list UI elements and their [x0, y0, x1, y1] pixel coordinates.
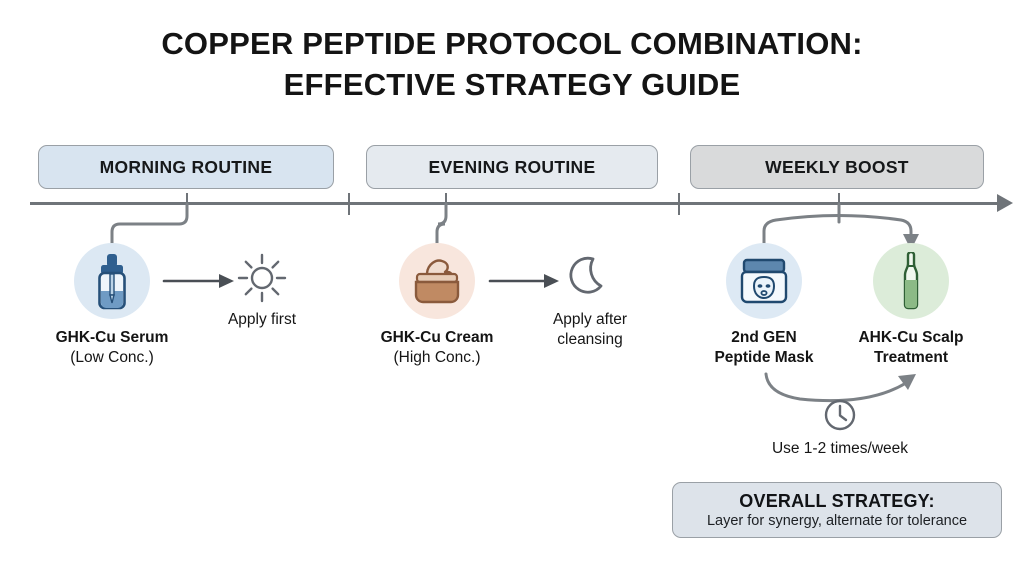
note-apply-after-cleansing: Apply after cleansing: [528, 250, 652, 350]
overall-strategy-box[interactable]: OVERALL STRATEGY: Layer for synergy, alt…: [672, 482, 1002, 538]
mask-label-line-1: 2nd GEN: [731, 329, 797, 346]
timeline-arrowhead-icon: [997, 194, 1013, 212]
timeline-tick-evening: [445, 193, 447, 215]
node-peptide-mask[interactable]: 2nd GEN Peptide Mask: [684, 243, 844, 368]
serum-label: GHK-Cu Serum: [55, 329, 169, 346]
phase-morning-label: MORNING ROUTINE: [99, 156, 273, 177]
node-scalp-treatment[interactable]: AHK-Cu Scalp Treatment: [831, 243, 991, 368]
node-ghk-cu-serum[interactable]: GHK-Cu Serum (Low Conc.): [22, 243, 202, 368]
strategy-title: OVERALL STRATEGY:: [739, 491, 935, 511]
strategy-subtitle: Layer for synergy, alternate for toleran…: [706, 513, 968, 529]
cream-circle: [399, 243, 475, 319]
phase-evening-routine[interactable]: EVENING ROUTINE: [366, 145, 658, 189]
cream-label: GHK-Cu Cream: [380, 329, 494, 346]
ampoule-circle: [873, 243, 949, 319]
apply-after-line-2: cleansing: [557, 330, 623, 348]
cream-jar-icon: [414, 259, 460, 304]
phase-morning-routine[interactable]: MORNING ROUTINE: [38, 145, 334, 189]
timeline-tick-weekly: [838, 193, 840, 215]
timeline-tick-divider-1: [348, 193, 350, 215]
mask-label-line-2: Peptide Mask: [714, 348, 814, 366]
page-title: COPPER PEPTIDE PROTOCOL COMBINATION: EFF…: [0, 24, 1024, 106]
note-apply-first: Apply first: [200, 250, 324, 330]
cream-sublabel: (High Conc.): [393, 348, 481, 366]
mask-jar-icon: [740, 258, 788, 304]
frequency-note: Use 1-2 times/week: [742, 398, 938, 458]
title-line-2: EFFECTIVE STRATEGY GUIDE: [283, 66, 741, 102]
phase-evening-label: EVENING ROUTINE: [428, 156, 596, 177]
moon-icon: [569, 256, 603, 294]
moon-icon-wrap: [528, 250, 652, 306]
scalp-label-line-2: Treatment: [873, 348, 949, 366]
mask-circle: [726, 243, 802, 319]
node-ghk-cu-cream[interactable]: GHK-Cu Cream (High Conc.): [347, 243, 527, 368]
scalp-label-line-1: AHK-Cu Scalp: [858, 329, 964, 346]
sun-icon-wrap: [200, 250, 324, 306]
ampoule-icon: [903, 252, 919, 310]
timeline-tick-morning: [186, 193, 188, 215]
dropper-bottle-icon: [98, 254, 126, 310]
serum-circle: [74, 243, 150, 319]
phase-weekly-label: WEEKLY BOOST: [765, 156, 909, 177]
frequency-text: Use 1-2 times/week: [771, 440, 909, 457]
apply-after-line-1: Apply after: [552, 311, 628, 328]
serum-sublabel: (Low Conc.): [70, 348, 154, 366]
timeline-tick-divider-2: [678, 193, 680, 215]
title-line-1: COPPER PEPTIDE PROTOCOL COMBINATION:: [161, 26, 863, 61]
clock-icon: [824, 399, 856, 431]
phase-weekly-boost[interactable]: WEEKLY BOOST: [690, 145, 984, 189]
sun-icon: [237, 253, 287, 303]
timeline-axis: [30, 202, 1005, 205]
apply-first-text: Apply first: [227, 311, 297, 328]
